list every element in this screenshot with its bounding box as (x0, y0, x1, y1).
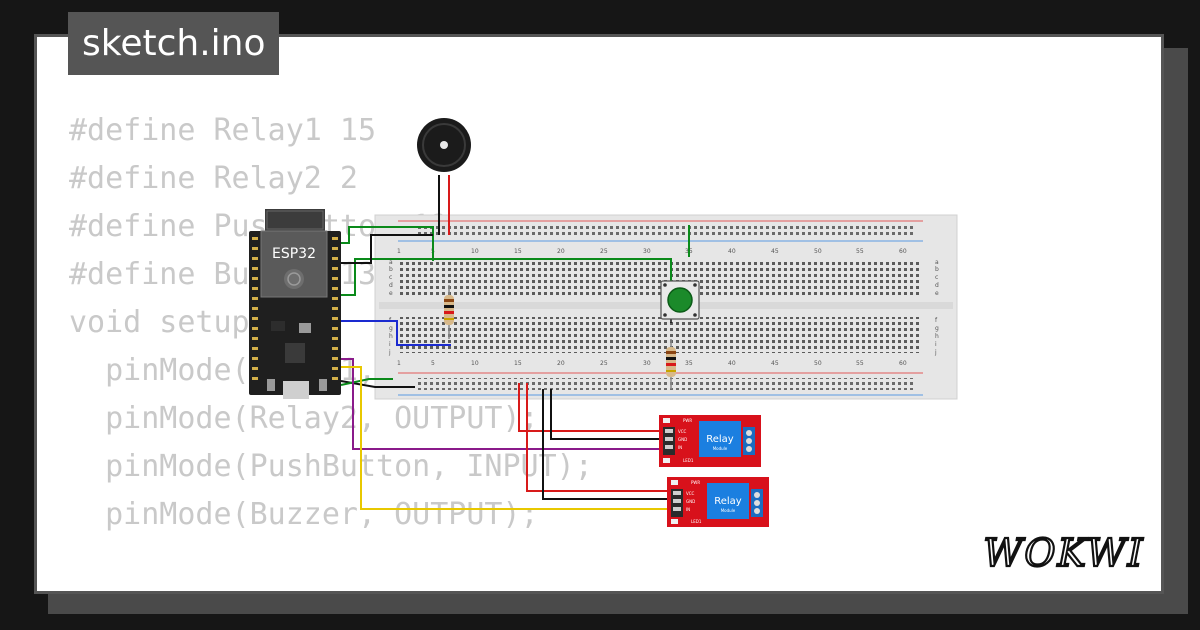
status-led (671, 519, 678, 524)
column-number: 30 (643, 360, 651, 367)
code-line: pinMode(Buzzer, OUTPUT); (69, 497, 539, 532)
wire-yellow (341, 366, 669, 510)
boot-button[interactable] (267, 379, 275, 391)
wire-black-relay2 (542, 389, 669, 500)
row-letter: c (935, 274, 938, 281)
wire-green-1 (341, 226, 434, 261)
relay-pin-label: GND (678, 437, 687, 442)
preview-card: #define Relay1 15#define Relay2 2#define… (34, 34, 1164, 594)
relay-pin-label: GND (686, 499, 695, 504)
row-letter: a (389, 259, 393, 266)
column-number: 40 (728, 360, 736, 367)
relay-led-label: LED1 (683, 458, 694, 463)
row-letter: a (935, 259, 939, 266)
pwr-led (671, 480, 678, 485)
column-number: 25 (600, 248, 608, 255)
column-number: 30 (643, 248, 651, 255)
relay-led-label: LED1 (691, 519, 702, 524)
buzzer[interactable] (417, 118, 471, 172)
pwr-led (663, 418, 670, 423)
column-number: 1 (397, 360, 401, 367)
column-number: 20 (557, 360, 565, 367)
code-line: #define Relay1 15 (69, 113, 377, 148)
svg-text:WOKWI: WOKWI (983, 531, 1144, 575)
relay-sublabel: Module (721, 508, 736, 513)
column-number: 5 (431, 360, 435, 367)
top-power-rail (415, 225, 915, 237)
row-letter: g (935, 325, 939, 332)
terminal-strip-top (399, 259, 921, 295)
wokwi-logo[interactable]: WOKWI (978, 528, 1150, 576)
wire-red-relay2 (526, 383, 669, 492)
row-letter: d (389, 282, 393, 289)
wire-green-4 (340, 378, 393, 386)
column-number: 50 (814, 360, 822, 367)
resistor-2[interactable] (666, 339, 676, 389)
row-letter: e (935, 290, 939, 297)
circuit-diagram: 1 5 10 15 20 25 30 35 40 45 50 55 60 1 5… (249, 118, 958, 527)
relay-pin-label: VCC (678, 429, 687, 434)
relay-pin-label: IN (686, 507, 690, 512)
terminal-strip-bottom (399, 317, 921, 353)
column-number: 1 (397, 248, 401, 255)
column-number: 45 (771, 360, 779, 367)
wires (340, 175, 690, 510)
column-number: 60 (899, 360, 907, 367)
esp32-board[interactable]: ESP32 (249, 209, 341, 399)
wire-blue (341, 320, 451, 346)
relay-label: Relay (706, 434, 734, 445)
push-button[interactable] (660, 280, 700, 320)
relay-pin-label: VCC (686, 491, 695, 496)
wire-purple (341, 358, 661, 450)
code-line: pinMode(Relay2, OUTPUT); (69, 401, 539, 436)
row-letter: j (934, 349, 937, 356)
row-letter: b (935, 266, 939, 273)
relay-led-label: PWR (691, 480, 700, 485)
row-letter: i (935, 341, 937, 348)
wire-black-1 (341, 234, 433, 264)
column-number: 55 (856, 248, 864, 255)
bottom-power-rail (415, 378, 915, 390)
row-letter: j (388, 349, 391, 356)
column-number: 50 (814, 248, 822, 255)
relay-sublabel: Module (713, 446, 728, 451)
code-line: pinMode(PushButton, INPUT); (69, 449, 593, 484)
row-letter: i (389, 341, 391, 348)
relay-module-2[interactable]: Relay Module VCC GND IN PWR LED1 (667, 477, 769, 527)
wire-green-2 (341, 258, 672, 296)
resistor-1[interactable] (444, 285, 454, 339)
row-letter: g (389, 325, 393, 332)
code-line: #define Relay2 2 (69, 161, 358, 196)
relay-pin-label: IN (678, 445, 682, 450)
esp32-label: ESP32 (272, 246, 316, 262)
column-number: 10 (471, 360, 479, 367)
row-letter: h (389, 333, 393, 340)
column-number: 15 (514, 360, 522, 367)
wire-black-relay1 (550, 389, 661, 440)
row-letter: b (389, 266, 393, 273)
column-number: 60 (899, 248, 907, 255)
relay-label: Relay (714, 496, 742, 507)
column-number: 40 (728, 248, 736, 255)
column-number: 10 (471, 248, 479, 255)
column-number: 45 (771, 248, 779, 255)
reset-button[interactable] (319, 379, 327, 391)
row-letter: f (935, 317, 938, 324)
wire-red-relay1 (518, 383, 661, 432)
row-letter: d (935, 282, 939, 289)
column-number: 20 (557, 248, 565, 255)
espressif-logo-icon (284, 269, 304, 289)
column-number: 15 (514, 248, 522, 255)
row-letter: e (389, 290, 393, 297)
row-letter: h (935, 333, 939, 340)
status-led (663, 458, 670, 463)
row-letter: c (389, 274, 392, 281)
column-number: 25 (600, 360, 608, 367)
file-name-tab[interactable]: sketch.ino (68, 12, 280, 75)
relay-module-1[interactable]: Relay Module VCC GND IN PWR LED1 (659, 415, 761, 467)
usb-port (283, 381, 309, 399)
relay-led-label: PWR (683, 418, 692, 423)
column-number: 55 (856, 360, 864, 367)
column-number: 35 (685, 360, 693, 367)
